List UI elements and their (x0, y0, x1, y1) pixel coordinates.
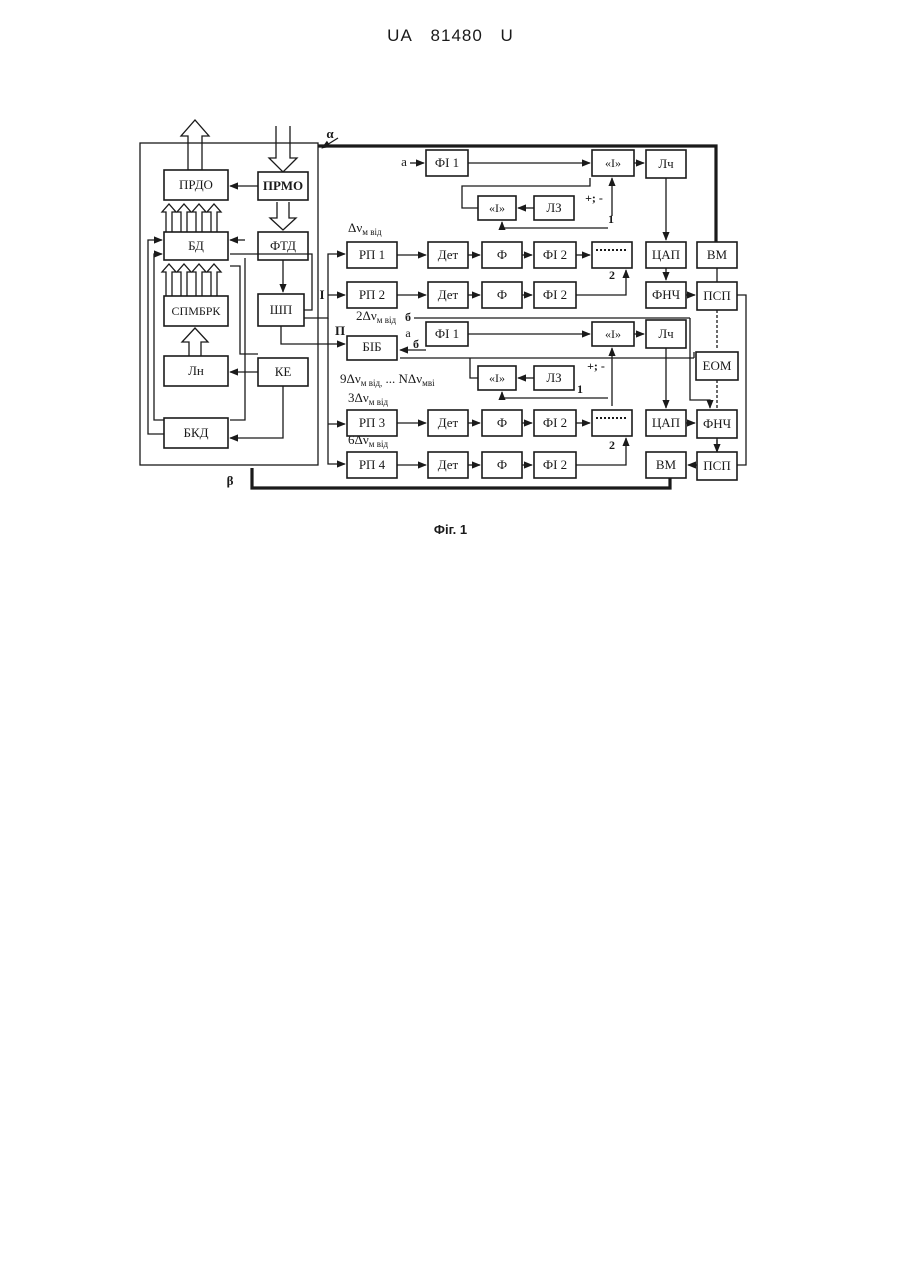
pm-lower: +; - (587, 359, 605, 373)
lch-upper-label: Лч (658, 156, 674, 171)
ke-label: КЕ (275, 364, 292, 379)
nu2-label: 2Δνм від (356, 308, 396, 325)
rp1-label: РП 1 (359, 247, 385, 262)
fnch-upper-label: ФНЧ (652, 287, 681, 302)
switch-2 (592, 410, 632, 436)
prmo-label: ПРМО (263, 178, 303, 193)
prdo-label: ПРДО (179, 177, 213, 192)
bib-label: БІБ (362, 339, 381, 354)
fi2-1-label: ФІ 2 (543, 247, 567, 262)
f-3-label: Ф (497, 415, 507, 430)
bd-prdo-bus (162, 204, 221, 232)
in-b-top: б (405, 310, 411, 324)
lz-lower-label: ЛЗ (546, 370, 561, 385)
shp-label: ШП (270, 302, 293, 317)
switch-1 (592, 242, 632, 268)
eom-label: ЕОМ (703, 358, 732, 373)
det-1-label: Дет (438, 247, 459, 262)
one-lower: 1 (577, 382, 583, 396)
ln-label: Лн (188, 363, 204, 378)
output-hollow-arrow (181, 120, 209, 170)
two-lower: 2 (609, 438, 615, 452)
lch-lower-label: Лч (658, 326, 674, 341)
bd-label: БД (188, 238, 204, 253)
f-4-label: Ф (497, 457, 507, 472)
in-a-upper: а (401, 154, 407, 169)
prmo-ftd-hollow-arrow (270, 202, 296, 230)
and-gate-upper-2-label: «І» (489, 201, 505, 215)
det-3-label: Дет (438, 415, 459, 430)
ftd-label: ФТД (270, 238, 296, 253)
and-gate-lower-label: «І» (605, 327, 621, 341)
in-b-mid: б (413, 337, 419, 351)
nu3-label: 3Δνм від (348, 390, 388, 407)
and-gate-upper-label: «І» (605, 156, 621, 170)
f-2-label: Ф (497, 287, 507, 302)
fi2-4-label: ФІ 2 (543, 457, 567, 472)
f-1-label: Ф (497, 247, 507, 262)
psp-lower-label: ПСП (703, 458, 730, 473)
input-hollow-arrow (269, 126, 297, 172)
cap-upper-label: ЦАП (652, 247, 680, 262)
psp-upper-label: ПСП (703, 288, 730, 303)
lz-upper-label: ЛЗ (546, 200, 561, 215)
det-4-label: Дет (438, 457, 459, 472)
fi2-3-label: ФІ 2 (543, 415, 567, 430)
input-1-label: І (319, 287, 324, 302)
one-upper: 1 (608, 212, 614, 226)
spmbrk-bd-bus (162, 264, 221, 296)
vm-lower-label: ВМ (656, 457, 677, 472)
beta-label: β (227, 473, 234, 488)
figure-caption: Фіг. 1 (0, 522, 901, 537)
cap-lower-label: ЦАП (652, 415, 680, 430)
fnch-lower-label: ФНЧ (703, 416, 732, 431)
alpha-label: α (326, 126, 334, 141)
two-upper: 2 (609, 268, 615, 282)
fi1-lower-label: ФІ 1 (435, 326, 459, 341)
bkd-label: БКД (183, 425, 208, 440)
nu9-label: 9Δνм від, ... NΔνмві (340, 371, 435, 388)
and-gate-lower-2-label: «І» (489, 371, 505, 385)
pm-upper: +; - (585, 191, 603, 205)
fi2-2-label: ФІ 2 (543, 287, 567, 302)
input-2-label: П (335, 323, 345, 338)
in-a-lower: а (405, 326, 411, 340)
rp3-label: РП 3 (359, 415, 385, 430)
spmbrk-label: СПМБРК (172, 304, 222, 318)
rp4-label: РП 4 (359, 457, 386, 472)
fi1-upper-label: ФІ 1 (435, 155, 459, 170)
nu1-label: Δνм від (348, 220, 382, 237)
ln-spmbrk-hollow-arrow (182, 328, 208, 356)
vm-upper-label: ВМ (707, 247, 728, 262)
rp2-label: РП 2 (359, 287, 385, 302)
det-2-label: Дет (438, 287, 459, 302)
